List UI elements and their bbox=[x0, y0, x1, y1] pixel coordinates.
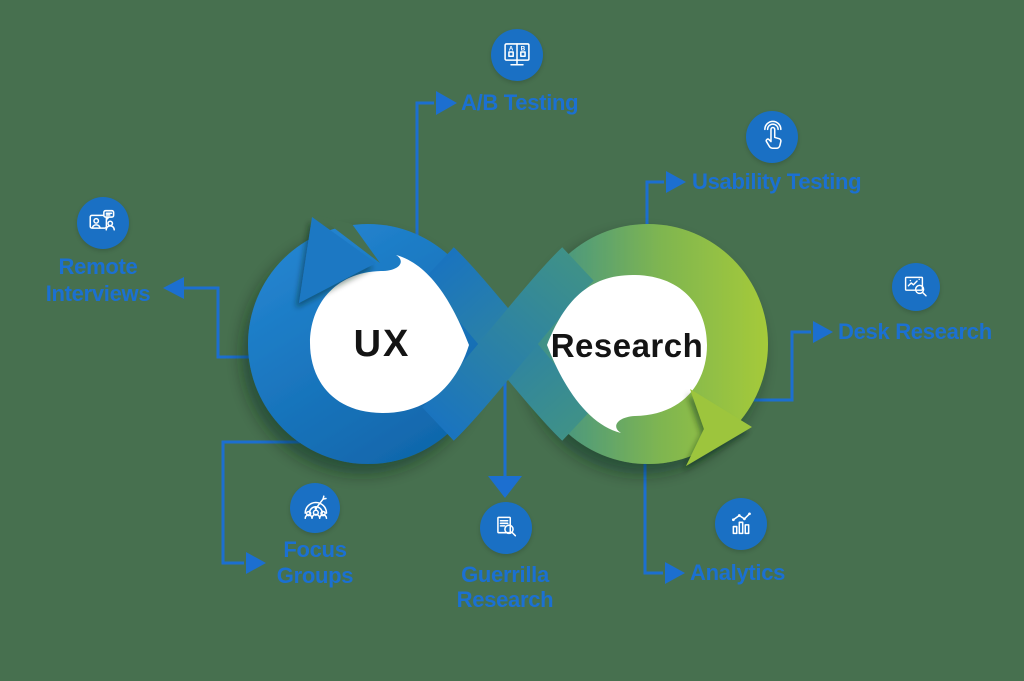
guerrilla-research-label: Guerrilla Research bbox=[425, 562, 585, 612]
green-loop-arrowhead bbox=[686, 389, 752, 466]
infinity-loop bbox=[248, 215, 768, 466]
connector-lines bbox=[184, 101, 811, 575]
remote-interviews-label-line1: Remote bbox=[58, 254, 138, 279]
ab-testing-label: A/B Testing bbox=[461, 90, 579, 115]
connector-focus-groups bbox=[221, 440, 300, 565]
document-magnifier-icon bbox=[480, 502, 532, 554]
ux-loop-label: UX bbox=[353, 323, 411, 365]
chart-bars-trend-icon bbox=[715, 498, 767, 550]
right-loop-inner bbox=[547, 275, 707, 433]
guerrilla-research-label-line2: Research bbox=[456, 587, 554, 612]
arrow-remote-interviews bbox=[163, 277, 184, 299]
svg-text:B: B bbox=[521, 45, 526, 52]
arrow-analytics bbox=[665, 562, 685, 584]
connector-remote-interviews bbox=[184, 286, 250, 359]
remote-interviews-label: Remote Interviews bbox=[30, 253, 166, 307]
focus-groups-label-line2: Groups bbox=[276, 563, 354, 588]
usability-testing-label: Usability Testing bbox=[692, 169, 862, 194]
crossing-band-ascending bbox=[421, 247, 595, 441]
focus-groups-label-line1: Focus bbox=[283, 537, 347, 562]
desk-research-label: Desk Research bbox=[838, 319, 992, 344]
left-loop-inner bbox=[310, 255, 469, 413]
connector-analytics bbox=[643, 440, 663, 575]
analytics-label: Analytics bbox=[690, 560, 786, 585]
arrow-guerrilla-research bbox=[488, 476, 522, 498]
blue-loop-arrowhead bbox=[299, 217, 376, 303]
svg-text:A: A bbox=[509, 45, 514, 52]
remote-interviews-label-line2: Interviews bbox=[45, 281, 151, 306]
arrow-desk-research bbox=[813, 321, 833, 343]
connector-arrowheads bbox=[163, 91, 833, 584]
connector-usability-testing bbox=[645, 180, 664, 240]
ab-test-monitor-icon: A B bbox=[491, 29, 543, 81]
video-call-icon bbox=[77, 197, 129, 249]
tap-finger-icon bbox=[746, 111, 798, 163]
blue-arrow-notch bbox=[317, 215, 380, 263]
guerrilla-research-label-line1: Guerrilla bbox=[461, 562, 549, 587]
arrow-focus-groups bbox=[246, 552, 266, 574]
focus-groups-label: Focus Groups bbox=[255, 537, 375, 589]
connector-ab-testing bbox=[415, 101, 434, 250]
research-loop-label: Research bbox=[550, 327, 704, 364]
people-target-icon bbox=[290, 483, 340, 533]
arrow-ab-testing bbox=[436, 91, 457, 115]
connector-desk-research bbox=[730, 330, 811, 402]
screen-magnifier-icon bbox=[892, 263, 940, 311]
arrow-usability-testing bbox=[666, 171, 686, 193]
